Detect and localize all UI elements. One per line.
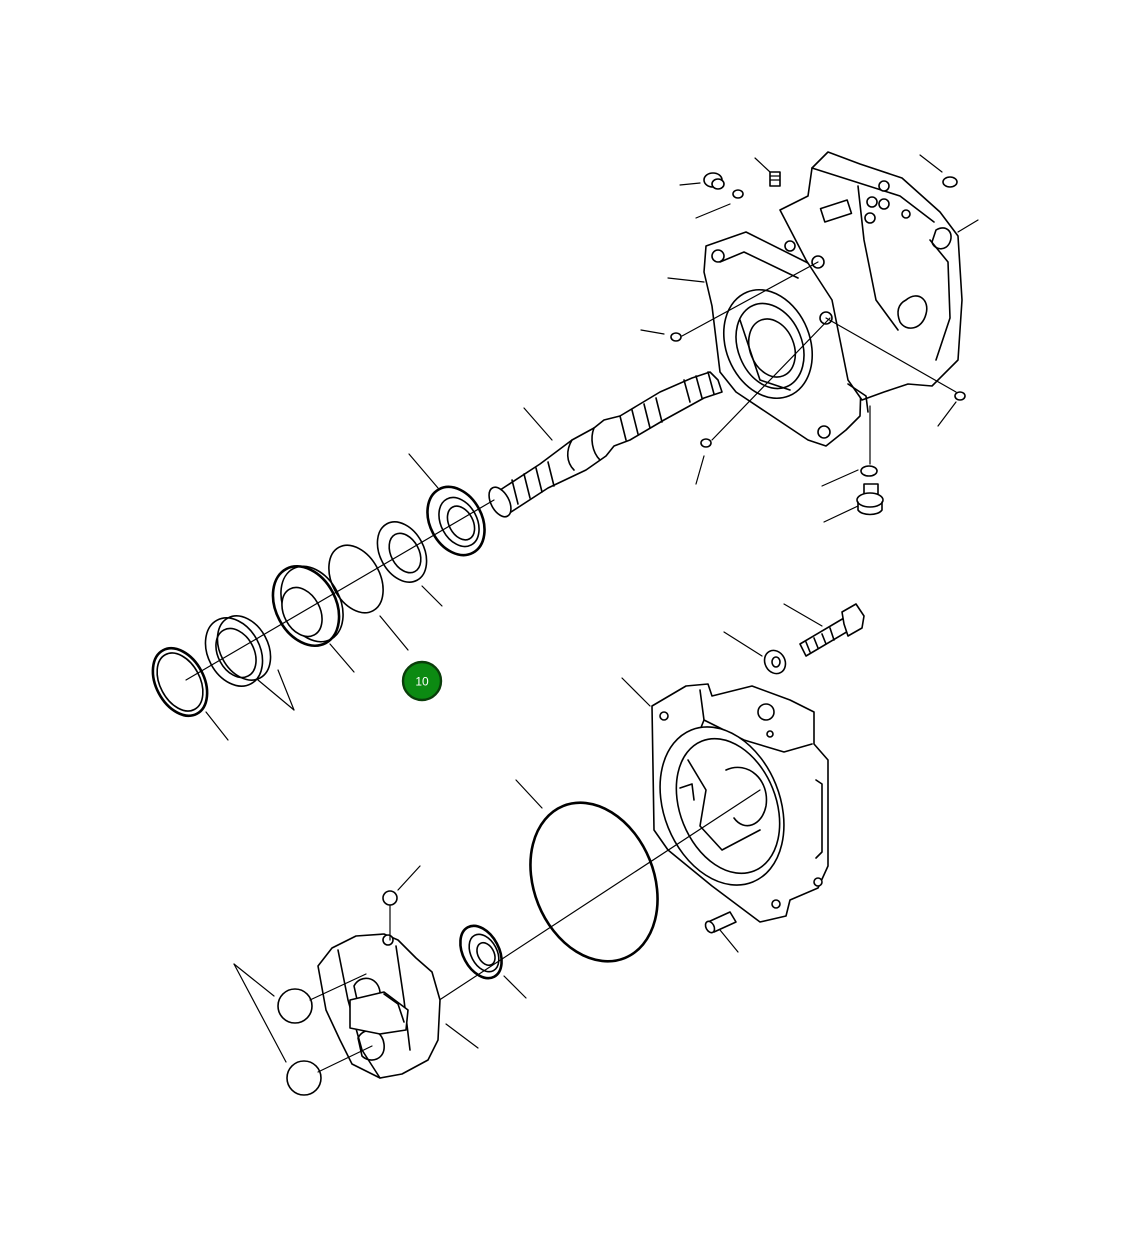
port-plug-upper: [277, 988, 313, 1024]
leader-lines: [205, 154, 979, 1063]
housing-hardware: [670, 171, 966, 516]
check-ball: [382, 890, 398, 941]
oring-top-right: [942, 176, 958, 188]
drain-plug: [856, 483, 884, 516]
part-hotspot-10[interactable]: 10: [401, 660, 443, 702]
needle-bearing: [459, 924, 503, 980]
plug-screw: [703, 172, 725, 190]
small-screw: [670, 332, 682, 342]
dowel-pin: [704, 911, 737, 934]
end-cover: [651, 683, 829, 923]
oil-seal: [271, 565, 344, 647]
port-plug-lower: [286, 1060, 322, 1096]
pump-housing: [703, 151, 963, 447]
retaining-rings: [204, 615, 272, 687]
hotspot-label: 10: [415, 675, 429, 689]
ball-bearing: [426, 485, 486, 557]
cap-bolt: [799, 603, 865, 657]
washer: [763, 649, 787, 675]
set-screw: [769, 171, 781, 187]
drive-shaft: [488, 371, 723, 518]
small-screw: [700, 438, 712, 448]
oring-bottom: [860, 465, 878, 477]
valve-block: [317, 933, 441, 1079]
oring-small: [732, 189, 744, 199]
spacer-ring: [376, 521, 428, 583]
hotspot-marker[interactable]: [401, 660, 443, 702]
large-o-ring: [529, 801, 659, 963]
small-screw: [954, 391, 966, 401]
